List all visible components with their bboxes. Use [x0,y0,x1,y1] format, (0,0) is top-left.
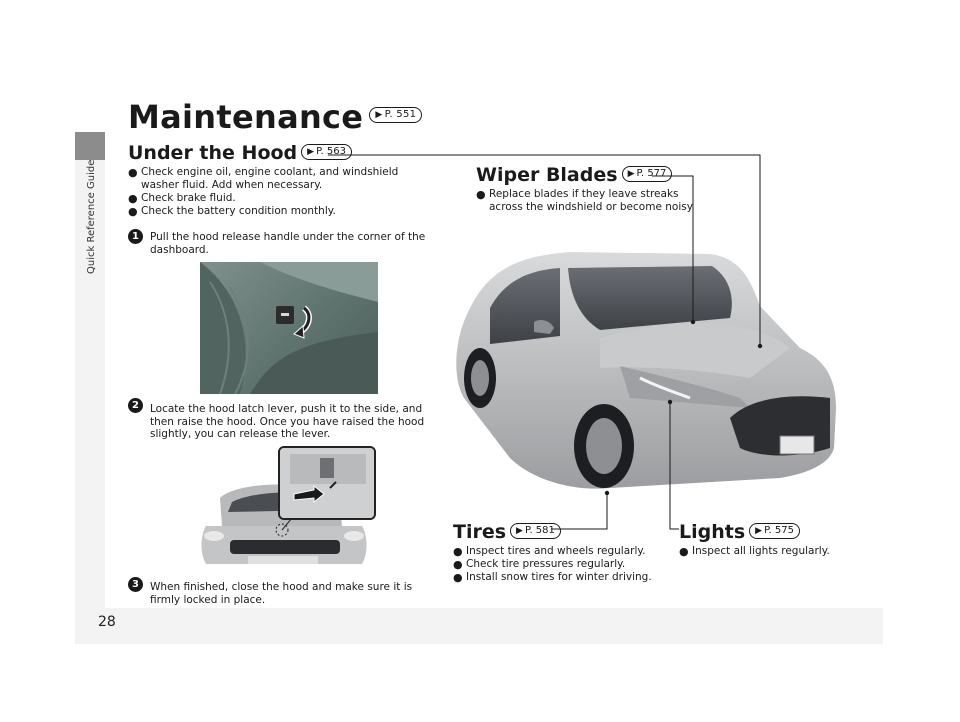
lights-heading: Lights▶P. 575 [679,521,800,543]
section-title-text: Under the Hood [128,142,298,164]
bullet-icon: ● [128,205,138,218]
wiper-blades-bullet-list: ●Replace blades if they leave streaks ac… [476,188,696,214]
under-hood-heading: Under the Hood▶P. 563 [128,142,352,164]
list-item: ●Check tire pressures regularly. [453,558,626,571]
bullet-icon: ● [128,166,138,179]
ref-arrow-icon: ▶ [516,525,523,536]
under-hood-ref-link[interactable]: ▶P. 563 [301,143,352,160]
bullet-icon: ● [453,545,463,558]
step-2-text: Locate the hood latch lever, push it to … [150,403,425,440]
ref-arrow-icon: ▶ [755,525,763,536]
bullet-icon: ● [476,188,486,201]
tires-ref-link[interactable]: ▶P. 581 [510,522,561,539]
ref-arrow-icon: ▶ [307,146,315,157]
ref-label: P. 581 [524,524,555,536]
lights-ref-link[interactable]: ▶P. 575 [749,522,800,539]
ref-label: P. 575 [764,524,794,536]
section-title-text: Tires [453,521,507,543]
bullet-icon: ● [128,192,138,205]
side-section-label: Quick Reference Guide [86,160,97,275]
page-title: Maintenance ▶P. 551 [128,98,423,136]
lights-bullet-list: ●Inspect all lights regularly. [679,545,859,558]
bullet-icon: ● [453,571,463,584]
list-item: ●Check brake fluid. [128,192,236,205]
page-title-text: Maintenance [128,98,364,136]
hood-release-handle-photo [200,262,378,394]
under-hood-bullet-list: ●Check engine oil, engine coolant, and w… [128,166,438,218]
list-item: ●Replace blades if they leave streaks ac… [476,188,695,213]
step-2-number: 2 [128,398,143,413]
list-item: ●Inspect all lights regularly. [679,545,830,558]
hood-latch-inset [278,446,376,520]
bullet-icon: ● [453,558,463,571]
step-3-text: When finished, close the hood and make s… [150,581,413,606]
step-1-text: Pull the hood release handle under the c… [150,231,426,256]
wiper-blades-heading: Wiper Blades▶P. 577 [476,164,673,186]
list-item: ●Inspect tires and wheels regularly. [453,545,646,558]
step-1-number: 1 [128,229,143,244]
page-number: 28 [98,614,116,630]
tires-bullet-list: ●Inspect tires and wheels regularly. ●Ch… [453,545,663,584]
list-item: ●Check the battery condition monthly. [128,205,336,218]
vehicle-photo [450,248,838,498]
list-item: ●Install snow tires for winter driving. [453,571,652,584]
ref-label: P. 551 [384,109,417,120]
wiper-blades-ref-link[interactable]: ▶P. 577 [621,165,673,182]
tires-heading: Tires▶P. 581 [453,521,561,543]
ref-label: P. 577 [636,167,667,179]
page-ref-link[interactable]: ▶P. 551 [369,107,423,123]
bullet-icon: ● [679,545,689,558]
ref-label: P. 563 [316,145,346,157]
list-item: ●Check engine oil, engine coolant, and w… [128,166,399,191]
ref-arrow-icon: ▶ [627,168,635,179]
ref-arrow-icon: ▶ [375,110,383,120]
side-tab-marker [75,132,105,160]
step-3-number: 3 [128,577,143,592]
section-title-text: Lights [679,521,746,543]
section-title-text: Wiper Blades [476,164,618,186]
